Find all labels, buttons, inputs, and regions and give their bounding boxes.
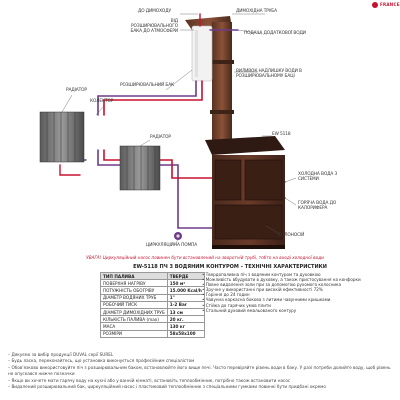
label-hot-water-line2: КАЛОРИФЕРА (298, 205, 328, 211)
label-radiator-top: РАДІАТОР (66, 88, 87, 93)
label-expansion-tank: РОЗШИРЮВАЛЬНИЙ БАК (120, 83, 174, 88)
spec-row-value: 150 м² (166, 279, 205, 288)
label-extra-water-supply: ПОДАЧА ДОДАТКОВОЇ ВОДИ (244, 31, 306, 36)
spec-row-label: ПОТУЖНІСТЬ ОБОГРІВУ (100, 286, 168, 295)
spec-row-value: 1" (166, 293, 205, 302)
label-hot-water: ГОРЯЧА ВОДА ДО КАЛОРИФЕРА (298, 201, 337, 212)
feature-item: Стійка до гарячих умов плити (202, 303, 377, 308)
label-to-chimney: ДО ДИМОХОДУ (138, 9, 171, 14)
spec-row-value: 15.000 Kcal/h (166, 286, 205, 295)
stove (205, 136, 285, 249)
spec-row-label: МАСА (100, 322, 168, 331)
label-heat-carrier: ТЕПЛОНОСІЙ (276, 233, 305, 238)
spec-row-value: 20 кг. (166, 315, 205, 324)
feature-item: Зручне у використанні при високій ефекти… (202, 287, 377, 292)
logo-text: FRANCE (380, 2, 400, 7)
note-item: Дякуємо за вибір продукції DUVAL серії S… (8, 352, 394, 358)
radiator-middle (119, 145, 161, 191)
label-expansion-vent: ВІД РОЗШИРЮВАЛЬНОГО БАКА ДО АТМОСФЕРИ (116, 19, 178, 34)
spec-row: КІЛЬКІСТЬ ПАЛИВА (max)20 кг. (100, 315, 205, 324)
spec-row-label: ДІАМЕТР ВОДЯНИХ ТРУБ (100, 293, 168, 302)
spec-header-value: ТВЕРДЕ (166, 271, 205, 281)
spec-row-label: ДІАМЕТР ДИМОХІДНИХ ТРУБ (100, 307, 168, 317)
pump-warning-note: УВАГА! Циркуляційний насос повинен бути … (86, 255, 324, 260)
radiator-left (39, 111, 85, 163)
spec-section-title: EW-5118 ПЧ 3 ВОДЯНИМ КОНТУРОМ – ТЕХНІЧНІ… (133, 264, 327, 270)
label-circulation-pump: ЦИРКУЛЯЦІЙНА ПОМПА (146, 243, 198, 248)
logo-mark-icon (372, 2, 378, 8)
label-cold-water-line2: СИСТЕМИ (298, 176, 319, 182)
spec-row-value: 58x58x100 (166, 329, 205, 338)
label-overflow-line1: ВИЛИВОК НАДЛИШКУ ВОДИ В (236, 69, 302, 74)
label-model-tag: EW 5118 (272, 132, 291, 137)
spec-row-value: 130 кг (166, 322, 205, 331)
spec-row-label: КІЛЬКІСТЬ ПАЛИВА (max) (100, 315, 168, 324)
label-overflow-line2: РОЗШИРЮВАЛЬНОМУ БАЦІ (236, 73, 295, 79)
feature-list: Твердопаливна піч з водяним контуром та … (202, 272, 377, 313)
feature-item: Повне видалення золи при за допомогою ру… (202, 282, 377, 287)
spec-row-value: 13 см (166, 307, 205, 317)
spec-table-header: ТИП ПАЛИВА ТВЕРДЕ (100, 271, 205, 281)
label-overflow: ВИЛИВОК НАДЛИШКУ ВОДИ В РОЗШИРЮВАЛЬНОМУ … (236, 69, 302, 80)
expansion-tank (191, 25, 213, 82)
note-item: Будь ласка, переконайтесь, що установка … (8, 358, 394, 364)
brand-logo: FRANCE (372, 0, 400, 10)
feature-item: Твердопаливна піч з водяним контуром та … (202, 272, 377, 277)
spec-row-label: РОБОЧИЙ ТИСК (100, 300, 168, 309)
label-cold-water: ХОЛОДНА ВОДА З СИСТЕМИ (298, 172, 338, 183)
label-flue-pipe: ДИМОХІДНА ТРУБА (236, 9, 277, 14)
label-collector: КОЛЕКТОР (90, 99, 114, 104)
feature-item: Чавунна каркасна бокова з литими чавунни… (202, 297, 377, 302)
note-item: Видалений розширювальний бак, циркуляцій… (8, 384, 394, 390)
label-expansion-vent-line1: ВІД (170, 19, 178, 24)
feature-item: Горіння до 24 годин (202, 292, 377, 297)
note-item: Обов'язково використовуйте піч з розширю… (8, 365, 394, 378)
spec-header-label: ТИП ПАЛИВА (100, 271, 168, 281)
label-expansion-vent-line3: БАКА ДО АТМОСФЕРИ (130, 28, 178, 34)
leader-lines (61, 13, 297, 245)
label-cold-water-line1: ХОЛОДНА ВОДА З (298, 172, 338, 177)
feature-item: Стальний духовий емальованого контуру (202, 308, 377, 313)
spec-row-value: 1-2 Bar (166, 300, 205, 309)
flue-pipe (185, 16, 234, 147)
label-hot-water-line1: ГОРЯЧА ВОДА ДО (298, 201, 337, 206)
installation-notes: Дякуємо за вибір продукції DUVAL серії S… (8, 352, 394, 390)
note-item: Якщо ви хочете мати гарячу воду на кухні… (8, 378, 394, 384)
label-expansion-vent-line2: РОЗШИРЮВАЛЬНОГО (131, 23, 178, 29)
feature-item: Можливість вбудувати в духовку, а також … (202, 277, 377, 282)
label-radiator-middle: РАДІАТОР (150, 135, 171, 140)
heating-scheme-diagram (39, 13, 297, 249)
circulation-pump (174, 232, 182, 240)
spec-row-label: ПОВЕРХНЯ НАГРІВУ (100, 279, 168, 288)
spec-row-label: РОЗМІРИ (100, 329, 168, 338)
